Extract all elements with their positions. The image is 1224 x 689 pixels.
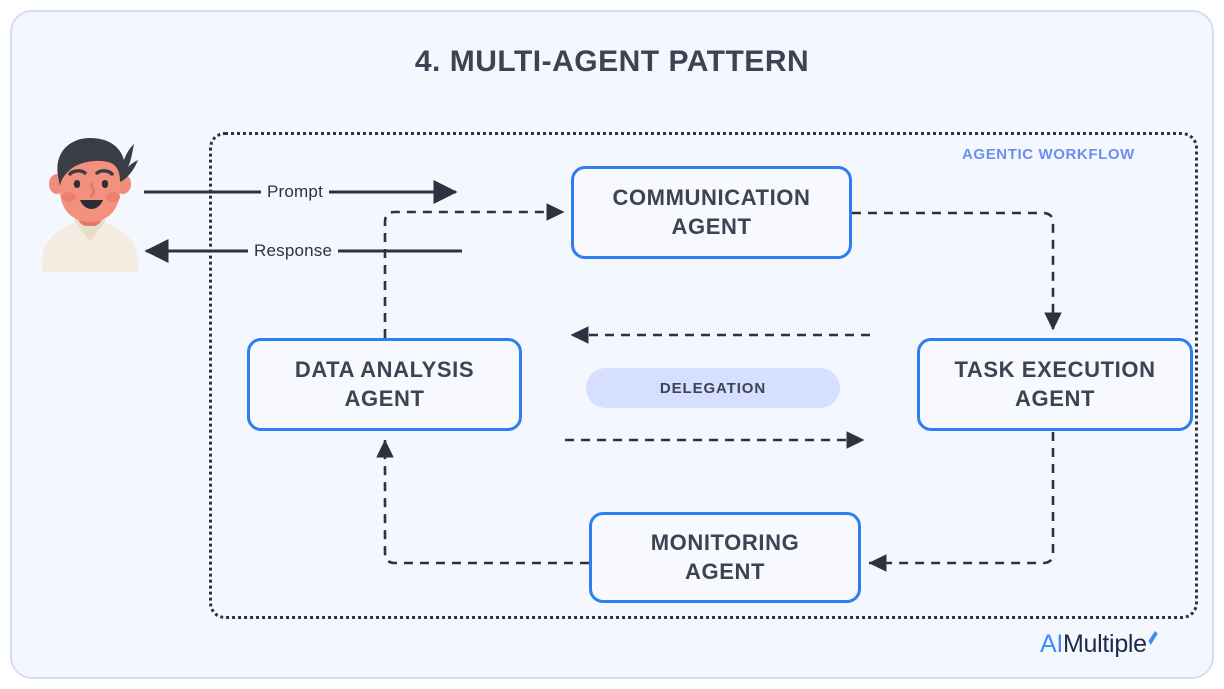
logo-tick-icon bbox=[1148, 631, 1158, 645]
delegation-badge: DELEGATION bbox=[586, 368, 840, 408]
agent-box-data-analysis[interactable]: DATA ANALYSIS AGENT bbox=[247, 338, 522, 431]
logo-suffix: Multiple bbox=[1063, 630, 1147, 658]
agent-label-line1: COMMUNICATION bbox=[612, 185, 811, 211]
flow-label-response: Response bbox=[248, 241, 339, 261]
agentic-workflow-label: AGENTIC WORKFLOW bbox=[962, 146, 1135, 163]
aimultiple-logo: AIMultiple bbox=[1040, 630, 1158, 659]
agentic-workflow-container bbox=[209, 132, 1198, 619]
agent-label-line1: DATA ANALYSIS bbox=[294, 357, 475, 383]
flow-label-prompt: Prompt bbox=[261, 182, 329, 202]
agent-box-task-execution[interactable]: TASK EXECUTION AGENT bbox=[917, 338, 1193, 431]
agent-label-line2: AGENT bbox=[1015, 385, 1095, 411]
agent-box-communication[interactable]: COMMUNICATION AGENT bbox=[571, 166, 852, 259]
agent-label-line2: AGENT bbox=[344, 385, 425, 411]
agent-label-line1: TASK EXECUTION bbox=[954, 357, 1156, 383]
agent-label-line2: AGENT bbox=[685, 558, 765, 584]
logo-prefix: AI bbox=[1040, 630, 1064, 658]
agent-label-line2: AGENT bbox=[671, 213, 752, 239]
agent-label-line1: MONITORING bbox=[650, 530, 800, 556]
delegation-label: DELEGATION bbox=[659, 379, 767, 397]
page-title: 4. MULTI-AGENT PATTERN bbox=[414, 45, 810, 78]
agent-box-monitoring[interactable]: MONITORING AGENT bbox=[589, 512, 861, 603]
